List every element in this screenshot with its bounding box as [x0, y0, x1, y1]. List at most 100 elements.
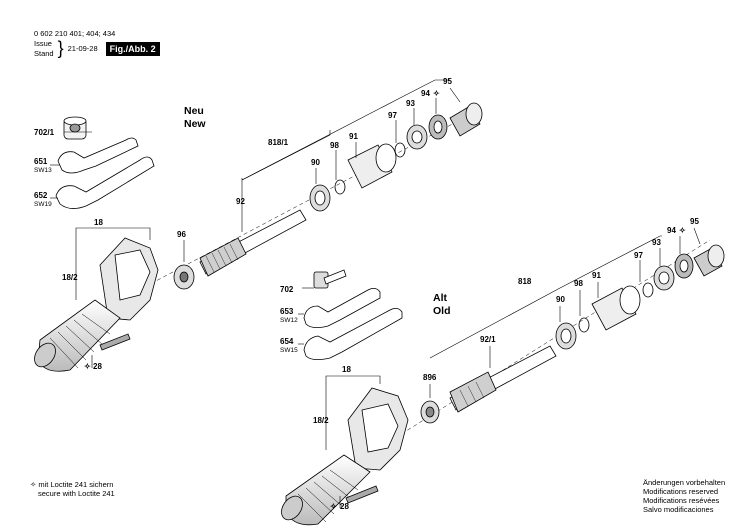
part-97-washer [394, 142, 406, 158]
mod-es: Salvo modificaciones [643, 505, 714, 514]
label-18-old: 18 [342, 365, 351, 374]
loctite-text-de: mit Loctite 241 sichern [38, 480, 114, 489]
label-818: 818 [518, 277, 532, 286]
mod-en: Modifications reserved [643, 487, 719, 496]
label-28-old: 28 [340, 502, 349, 511]
part-96-bearing [173, 264, 195, 290]
mod-fr: Modifications resévées [643, 496, 720, 505]
label-818-1: 818/1 [268, 138, 289, 147]
label-95: 95 [443, 77, 452, 86]
part-94-ring-old [674, 253, 694, 279]
loctite-mark-94-icon: ✧ [433, 89, 440, 98]
label-702: 702 [280, 285, 294, 294]
figure-label: Fig./Abb. 2 [105, 42, 160, 56]
bottom-assembly [281, 227, 725, 526]
part-90-ring [309, 184, 331, 212]
stand-label: Stand [34, 49, 54, 58]
label-97-old: 97 [634, 251, 643, 260]
label-896: 896 [423, 373, 437, 382]
issue-stand-labels: Issue Stand [34, 39, 54, 59]
part-93-bearing-old [653, 265, 675, 291]
label-90-old: 90 [556, 295, 565, 304]
part-93-bearing [406, 124, 428, 150]
issue-label: Issue [34, 39, 52, 48]
loctite-mark-28-icon: ✧ [84, 362, 91, 371]
part-92-spindle [199, 209, 307, 277]
loctite-note: ✧ mit Loctite 241 sichern secure with Lo… [30, 480, 115, 498]
label-651: 651 [34, 157, 48, 166]
loctite-note-de: ✧ mit Loctite 241 sichern [30, 480, 115, 489]
label-18-2: 18/2 [62, 273, 78, 282]
part-653-wrench [303, 288, 381, 328]
label-93-old: 93 [652, 238, 661, 247]
label-93: 93 [406, 99, 415, 108]
section-old-en: Old [433, 305, 451, 317]
label-90: 90 [311, 158, 320, 167]
label-98-old: 98 [574, 279, 583, 288]
label-97: 97 [388, 111, 397, 120]
section-old-title: Alt Old [433, 292, 451, 318]
part-18-housing-old [281, 387, 409, 526]
brace-glyph: } [57, 38, 64, 58]
part-97-washer-old [642, 282, 654, 298]
part-91-sleeve [347, 143, 397, 189]
part-number-code: 0 602 210 401; 404; 434 [34, 29, 116, 38]
part-18-housing [34, 237, 159, 372]
part-896-nut [420, 400, 440, 424]
label-95-old: 95 [690, 217, 699, 226]
section-new-title: Neu New [184, 105, 206, 131]
top-leader-lines [50, 79, 461, 368]
label-653: 653 [280, 307, 294, 316]
label-92-1: 92/1 [480, 335, 496, 344]
part-91-sleeve-old [591, 285, 641, 331]
part-90-ring-old [555, 322, 577, 350]
label-654: 654 [280, 337, 294, 346]
label-sw13: SW13 [34, 167, 52, 174]
label-28: 28 [93, 362, 102, 371]
bottom-leader-lines [298, 227, 701, 508]
part-654-wrench [303, 308, 403, 360]
label-702-1: 702/1 [34, 128, 55, 137]
part-702-bolt [313, 269, 347, 289]
section-new-de: Neu [184, 105, 204, 117]
document-header: 0 602 210 401; 404; 434 Issue Stand } 21… [34, 29, 160, 59]
label-sw19: SW19 [34, 201, 52, 208]
part-702-1-nut [63, 116, 87, 140]
label-98: 98 [330, 141, 339, 150]
label-sw15: SW15 [280, 347, 298, 354]
label-94-old: 94 [667, 226, 676, 235]
loctite-mark-28-old-icon: ✧ [330, 502, 337, 511]
issue-date: 21-09-28 [67, 44, 98, 53]
part-94-ring [428, 114, 448, 140]
part-652-wrench [55, 156, 155, 209]
mod-de: Änderungen vorbehalten [643, 478, 726, 487]
top-callouts: 702/1 651 SW13 652 SW19 18 18/2 96 92 81… [34, 77, 452, 371]
label-91: 91 [349, 132, 358, 141]
loctite-mark-94-old-icon: ✧ [679, 226, 686, 235]
issue-stand-row: Issue Stand } 21-09-28 Fig./Abb. 2 [34, 39, 160, 59]
part-98-circlip-old [578, 317, 590, 333]
part-651-wrench [57, 137, 139, 174]
label-sw12: SW12 [280, 317, 298, 324]
top-assembly [34, 79, 483, 372]
label-652: 652 [34, 191, 48, 200]
modifications-note: Änderungen vorbehalten Modifications res… [643, 478, 725, 514]
label-94: 94 [421, 89, 430, 98]
label-92: 92 [236, 197, 245, 206]
label-96: 96 [177, 230, 186, 239]
part-92-1-spindle [449, 345, 557, 413]
part-28-screw-old [345, 485, 379, 504]
part-95-gear [449, 102, 483, 137]
bottom-axis-line [359, 239, 711, 461]
section-old-de: Alt [433, 292, 447, 304]
loctite-symbol-icon: ✧ [30, 480, 37, 489]
label-91-old: 91 [592, 271, 601, 280]
top-axis-line [119, 119, 461, 301]
label-18-2-old: 18/2 [313, 416, 329, 425]
loctite-note-en: secure with Loctite 241 [38, 489, 115, 498]
part-95-gear-old [693, 244, 725, 277]
label-18: 18 [94, 218, 103, 227]
bottom-callouts: 702 653 SW12 654 SW15 18 18/2 896 92/1 8… [280, 217, 699, 511]
part-98-circlip [334, 179, 346, 195]
